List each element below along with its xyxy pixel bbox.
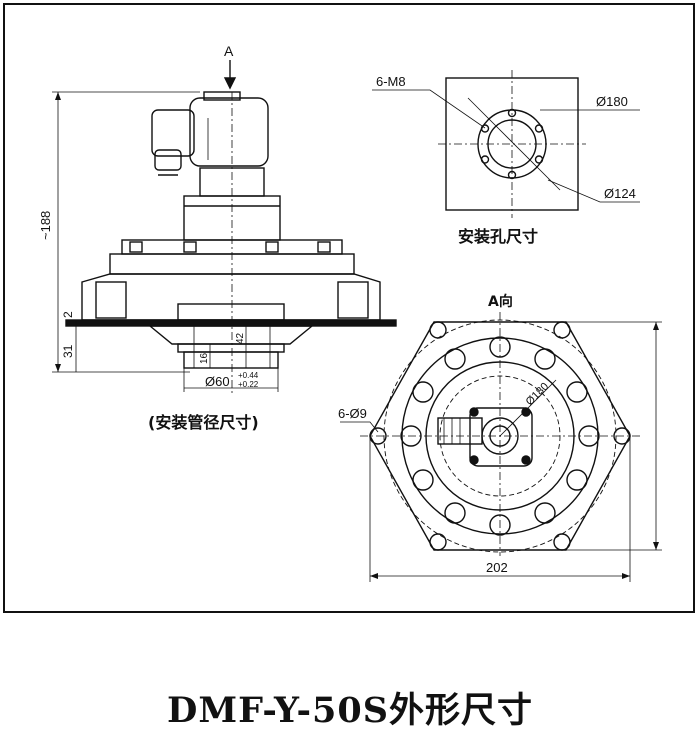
- a-view: A向: [338, 293, 662, 582]
- dimension-height: [52, 91, 200, 373]
- bolt-count-label: 6-M8: [376, 74, 406, 89]
- dim-42-label: 42: [235, 332, 246, 344]
- mounting-plate: [65, 319, 397, 327]
- dim-16-label: 16: [199, 352, 210, 364]
- a-view-inner-circle: [425, 361, 575, 511]
- technical-drawing: A: [38, 43, 662, 582]
- center-hole: [487, 119, 537, 169]
- bolt-holes: [480, 108, 544, 180]
- side-view-caption: (安装管径尺寸): [148, 413, 259, 432]
- a-view-height-dimension: [566, 321, 662, 551]
- side-view: A: [38, 43, 397, 432]
- outer-diameter-label: Ø180: [596, 94, 628, 109]
- drawing-frame: [3, 3, 695, 613]
- mount-view: 6-M8 Ø180 Ø124 安装孔尺寸: [372, 70, 640, 246]
- page-title: DMF-Y-50S外形尺寸: [166, 690, 534, 731]
- arrow-label-a: A: [224, 43, 234, 59]
- pcd-leader-line: [499, 379, 557, 437]
- dim-31-label: 31: [61, 344, 75, 358]
- mount-view-caption: 安装孔尺寸: [458, 227, 538, 246]
- dim-diameter-label: Ø60: [205, 374, 230, 389]
- pipe-connection: [148, 325, 314, 369]
- a-view-body-circle: [401, 337, 599, 535]
- width-dimension-label: 202: [486, 560, 508, 575]
- dimension-pipe-diameter: [183, 368, 279, 392]
- dimension-31: [70, 319, 84, 372]
- dim-tolerance-lower: +0.22: [238, 380, 259, 389]
- dim-tolerance-upper: +0.44: [238, 371, 259, 380]
- view-arrow-icon: [223, 77, 237, 90]
- a-view-mount-holes: [369, 321, 631, 551]
- a-view-width-dimension: [369, 436, 631, 582]
- a-view-pcd-circle: [383, 319, 617, 553]
- hole-count-label: 6-Ø9: [338, 406, 367, 421]
- mount-leader-lines: [372, 89, 640, 203]
- a-view-solenoid: [437, 407, 533, 467]
- valve-body: [81, 167, 381, 321]
- a-view-bolt-ring: [400, 336, 600, 536]
- dim-height-label: ~188: [38, 211, 53, 240]
- inner-diameter-label: Ø124: [604, 186, 636, 201]
- a-view-title: A向: [488, 293, 513, 310]
- dim-2-label: 2: [61, 311, 75, 318]
- solenoid-coil: [151, 91, 269, 176]
- hole-leader-line: [340, 421, 379, 433]
- pcd-label: Ø180: [524, 381, 552, 409]
